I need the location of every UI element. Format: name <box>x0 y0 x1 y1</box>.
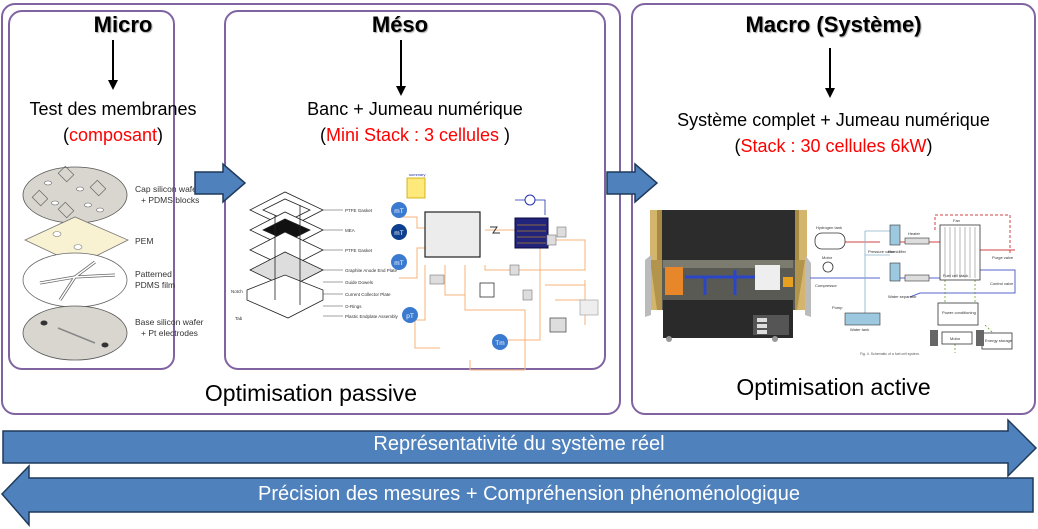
micro-highlight: composant <box>68 125 158 145</box>
meso-down-arrow-head <box>396 86 406 96</box>
svg-text:PDMS film: PDMS film <box>135 280 175 290</box>
passive-group-box <box>1 3 621 415</box>
svg-text:Water separator: Water separator <box>888 294 917 299</box>
representativity-label: Représentativité du système réel <box>373 433 665 455</box>
micro-down-arrow-head <box>108 80 118 90</box>
svg-text:Guide Dowels: Guide Dowels <box>345 280 374 285</box>
meso-level: (Mini Stack : 3 cellules ) <box>319 125 511 145</box>
label-base: Base silicon wafer <box>135 317 204 327</box>
svg-text:PTFE Gasket: PTFE Gasket <box>345 208 373 213</box>
svg-text:mT: mT <box>394 208 403 215</box>
svg-text:mT: mT <box>394 230 403 237</box>
macro-highlight: Stack : 30 cellules 6kW <box>740 136 927 156</box>
svg-text:Plastic Endplate Assembly: Plastic Endplate Assembly <box>345 314 399 319</box>
svg-text:Fuel cell stack: Fuel cell stack <box>943 273 968 278</box>
pdms-film <box>22 252 128 308</box>
svg-text:summary: summary <box>409 172 425 177</box>
micro-down-arrow <box>112 40 114 80</box>
meso-description: Banc + Jumeau numérique <box>307 99 523 119</box>
svg-text:Purge valve: Purge valve <box>992 255 1014 260</box>
base-wafer <box>22 305 128 361</box>
svg-text:Tab: Tab <box>235 316 243 321</box>
macro-level: (Stack : 30 cellules 6kW) <box>734 136 933 156</box>
svg-text:+ Pt electrodes: + Pt electrodes <box>141 328 198 338</box>
svg-text:PTFE Gasket: PTFE Gasket <box>345 248 373 253</box>
svg-text:Motor: Motor <box>822 255 833 260</box>
svg-text:+ PDMS blocks: + PDMS blocks <box>141 195 199 205</box>
svg-text:Fan: Fan <box>953 218 960 223</box>
svg-text:pT: pT <box>406 313 414 320</box>
svg-text:Humidifier: Humidifier <box>888 249 907 254</box>
svg-text:Current Collector Plate: Current Collector Plate <box>345 292 391 297</box>
svg-text:Pressure valve: Pressure valve <box>868 249 895 254</box>
micro-level: (composant) <box>62 125 164 145</box>
stack-controller-block <box>424 211 481 258</box>
svg-text:O-Rings: O-Rings <box>345 304 362 309</box>
label-patterned: Patterned <box>135 269 172 279</box>
fuel-cell-system-schematic: Hydrogen tank Pressure valve Humidifier … <box>810 214 1016 356</box>
meso-down-arrow <box>400 40 402 86</box>
micro-box <box>8 10 175 370</box>
svg-text:Motor: Motor <box>950 336 961 341</box>
digital-twin-model-figure: summary mT mT mT pT Tm <box>391 172 599 371</box>
micro-to-meso-arrow <box>194 162 247 204</box>
label-cap: Cap silicon wafer <box>135 184 200 194</box>
macro-down-arrow-head <box>825 88 835 98</box>
svg-text:Notch: Notch <box>231 289 243 294</box>
active-group-box <box>631 3 1036 415</box>
summary-block: summary <box>406 172 425 199</box>
svg-text:Hydrogen tank: Hydrogen tank <box>816 225 842 230</box>
passive-optimisation-label: Optimisation passive <box>204 380 418 406</box>
macro-down-arrow <box>829 48 831 88</box>
schematic-caption: Fig. 4. Schematic of a fuel cell system. <box>860 352 920 356</box>
svg-text:Control valve: Control valve <box>990 281 1014 286</box>
precision-arrow-band <box>0 464 1034 528</box>
svg-text:MEA: MEA <box>345 228 355 233</box>
svg-text:Graphite Anode End Plate: Graphite Anode End Plate <box>345 268 398 273</box>
micro-title: Micro <box>93 12 153 37</box>
svg-text:Heater: Heater <box>908 231 921 236</box>
svg-text:Tm: Tm <box>495 340 504 347</box>
cap-wafer <box>22 166 128 224</box>
micro-description: Test des membranes <box>29 99 197 119</box>
svg-text:Energy storage: Energy storage <box>985 338 1013 343</box>
active-optimisation-label: Optimisation active <box>736 374 931 400</box>
svg-text:Compressor: Compressor <box>815 283 837 288</box>
meso-title: Méso <box>371 12 429 37</box>
precision-label: Précision des mesures + Compréhension ph… <box>258 483 800 505</box>
svg-text:Pump: Pump <box>832 305 843 310</box>
representativity-arrow-band <box>2 418 1038 478</box>
svg-text:Power conditioning: Power conditioning <box>942 310 976 315</box>
svg-text:mT: mT <box>394 260 403 267</box>
label-pem: PEM <box>135 236 153 246</box>
meso-to-macro-arrow <box>606 162 659 204</box>
macro-title: Macro (Système) <box>745 12 922 37</box>
mini-stack-exploded-figure: PTFE Gasket MEA PTFE Gasket Graphite Ano… <box>231 191 399 321</box>
macro-description: Système complet + Jumeau numérique <box>677 110 990 130</box>
system-bench-photo <box>645 210 811 342</box>
svg-text:Water tank: Water tank <box>850 327 869 332</box>
meso-highlight: Mini Stack : 3 cellules <box>325 125 500 145</box>
membrane-chip-figure: Cap silicon wafer + PDMS blocks PEM Patt… <box>22 165 204 361</box>
